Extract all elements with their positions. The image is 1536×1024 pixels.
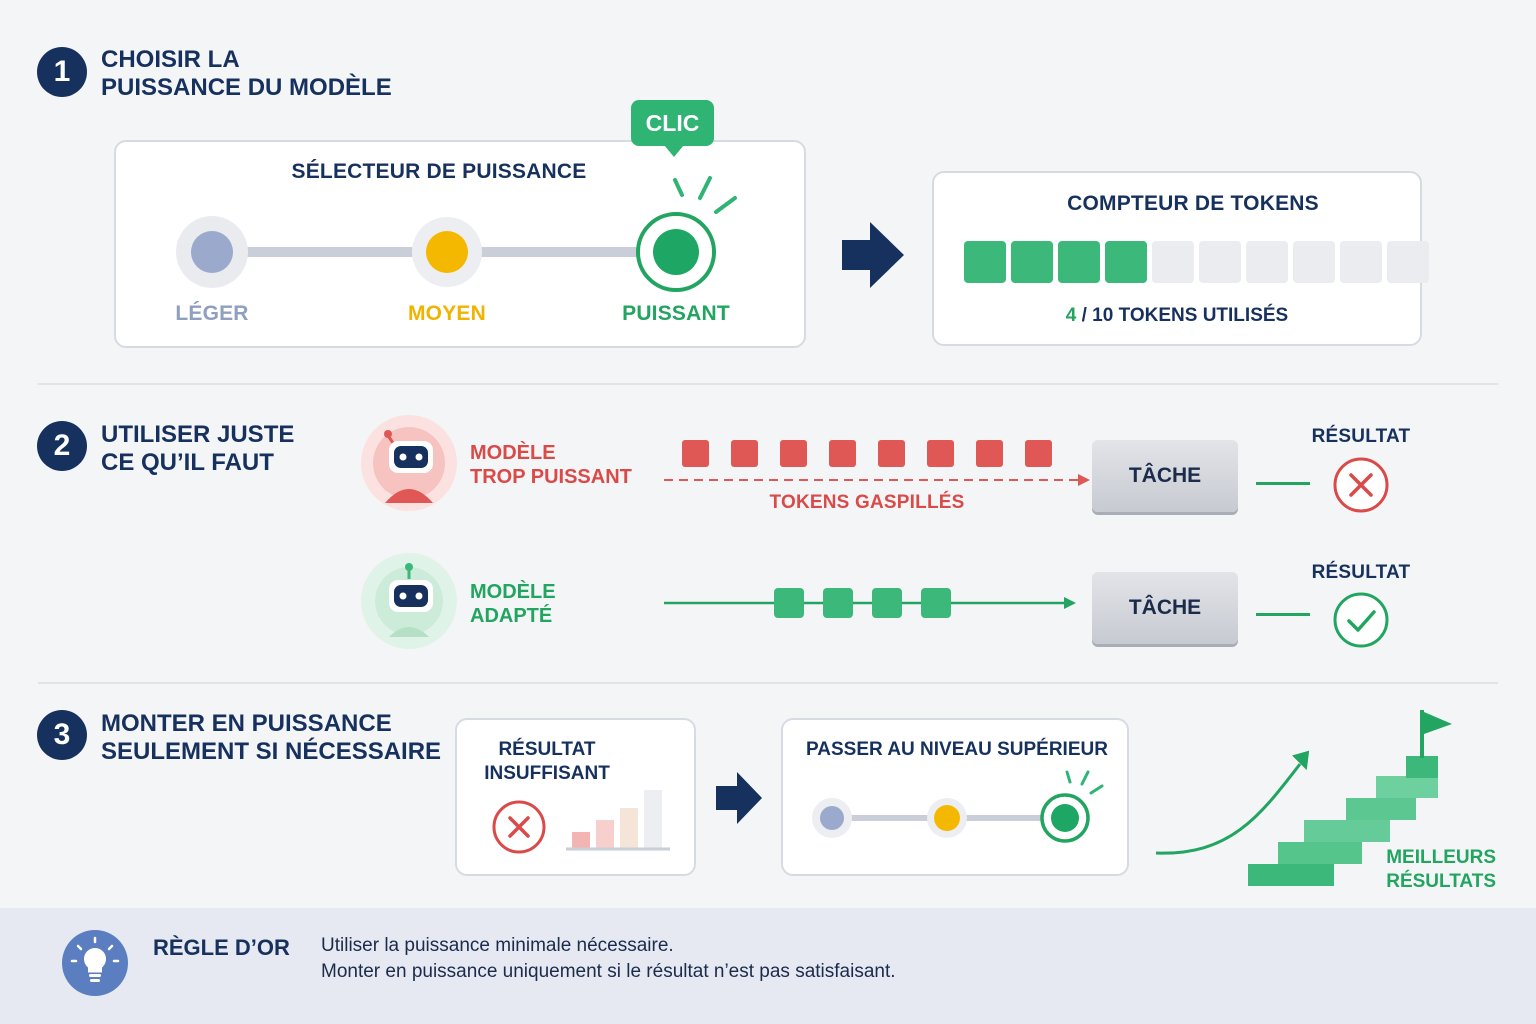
- staircase-flag-icon: [1155, 710, 1452, 886]
- check-circle-icon: [1333, 592, 1389, 648]
- dashed-arrow: [664, 474, 1090, 486]
- robot-icon-adapted: [361, 553, 457, 649]
- adapted-token: [921, 588, 951, 618]
- golden-rule-line-1: Utiliser la puissance minimale nécessair…: [321, 935, 674, 956]
- wasted-token: [927, 440, 954, 467]
- wasted-token: [682, 440, 709, 467]
- token-used-cell: [1105, 241, 1147, 283]
- token-used-count: 4: [1065, 305, 1077, 326]
- golden-rule-footer: [0, 908, 1536, 1024]
- adapted-token: [872, 588, 902, 618]
- upgrade-level-title: PASSER AU NIVEAU SUPÉRIEUR: [806, 739, 1108, 760]
- golden-rule-line-2: Monter en puissance uniquement si le rés…: [321, 961, 896, 982]
- bar-chart-icon: [566, 790, 670, 851]
- cross-circle-icon: [1333, 457, 1389, 513]
- option-label-light: LÉGER: [175, 302, 249, 325]
- task-connector-2: [1256, 613, 1310, 616]
- token-free-cell: [1199, 241, 1241, 283]
- lightbulb-icon: [62, 930, 128, 996]
- token-free-cell: [1387, 241, 1429, 283]
- section-divider-2: [38, 682, 1498, 684]
- token-free-cell: [1293, 241, 1335, 283]
- click-badge: CLIC: [631, 100, 714, 146]
- option-label-medium: MOYEN: [407, 302, 486, 325]
- token-bar: [964, 241, 1429, 283]
- model-label-overpowered: MODÈLE TROP PUISSANT: [470, 442, 632, 488]
- power-slider[interactable]: [160, 170, 760, 340]
- adapted-token-row: [774, 588, 951, 618]
- task-box-2: TÂCHE: [1092, 572, 1238, 644]
- cross-circle-icon: [492, 800, 546, 854]
- better-results-label: MEILLEURS RÉSULTATS: [1386, 847, 1496, 892]
- slider-option-light[interactable]: [176, 216, 248, 288]
- step-3-title: MONTER EN PUISSANCE SEULEMENT SI NÉCESSA…: [101, 710, 442, 765]
- token-used-cell: [964, 241, 1006, 283]
- wasted-token: [731, 440, 758, 467]
- golden-rule-title: RÈGLE D’OR: [153, 935, 290, 960]
- result-label-1: RÉSULTAT: [1311, 426, 1411, 447]
- step-number-3: 3: [37, 710, 87, 760]
- token-free-cell: [1152, 241, 1194, 283]
- wasted-token: [1025, 440, 1052, 467]
- wasted-token: [976, 440, 1003, 467]
- wasted-token: [780, 440, 807, 467]
- step-number-2: 2: [37, 421, 87, 471]
- adapted-token: [823, 588, 853, 618]
- wasted-tokens-label: TOKENS GASPILLÉS: [769, 492, 965, 513]
- token-usage-rest: / 10 TOKENS UTILISÉS: [1076, 305, 1289, 326]
- slider-option-medium[interactable]: [412, 217, 482, 287]
- token-usage-text: 4 / 10 TOKENS UTILISÉS: [932, 305, 1422, 327]
- task-connector-1: [1256, 482, 1310, 485]
- click-badge-label: CLIC: [645, 109, 700, 136]
- click-badge-pointer: [664, 145, 684, 157]
- step-number-1: 1: [37, 47, 87, 97]
- right-arrow-icon: [716, 772, 762, 824]
- token-free-cell: [1246, 241, 1288, 283]
- step-1-title: CHOISIR LA PUISSANCE DU MODÈLE: [101, 46, 392, 101]
- model-label-adapted: MODÈLE ADAPTÉ: [470, 581, 556, 627]
- solid-arrow: [664, 597, 1076, 609]
- robot-icon-overpowered: [361, 415, 457, 511]
- insufficient-result-title: RÉSULTAT INSUFFISANT: [484, 739, 610, 784]
- click-rays-icon: [673, 176, 737, 214]
- power-selector-title: SÉLECTEUR DE PUISSANCE: [291, 160, 587, 183]
- token-counter-title: COMPTEUR DE TOKENS: [1067, 192, 1319, 215]
- token-used-cell: [1011, 241, 1053, 283]
- wasted-token: [878, 440, 905, 467]
- token-free-cell: [1340, 241, 1382, 283]
- wasted-token-row: [682, 440, 1052, 467]
- slider-option-powerful[interactable]: [636, 212, 716, 292]
- mini-power-slider: [812, 770, 1104, 843]
- wasted-token: [829, 440, 856, 467]
- token-used-cell: [1058, 241, 1100, 283]
- right-arrow-icon: [842, 222, 904, 288]
- adapted-token: [774, 588, 804, 618]
- result-label-2: RÉSULTAT: [1311, 562, 1411, 583]
- task-box-1: TÂCHE: [1092, 440, 1238, 512]
- option-label-powerful: PUISSANT: [622, 302, 730, 325]
- section-divider-1: [38, 383, 1498, 385]
- step-2-title: UTILISER JUSTE CE QU’IL FAUT: [101, 421, 295, 476]
